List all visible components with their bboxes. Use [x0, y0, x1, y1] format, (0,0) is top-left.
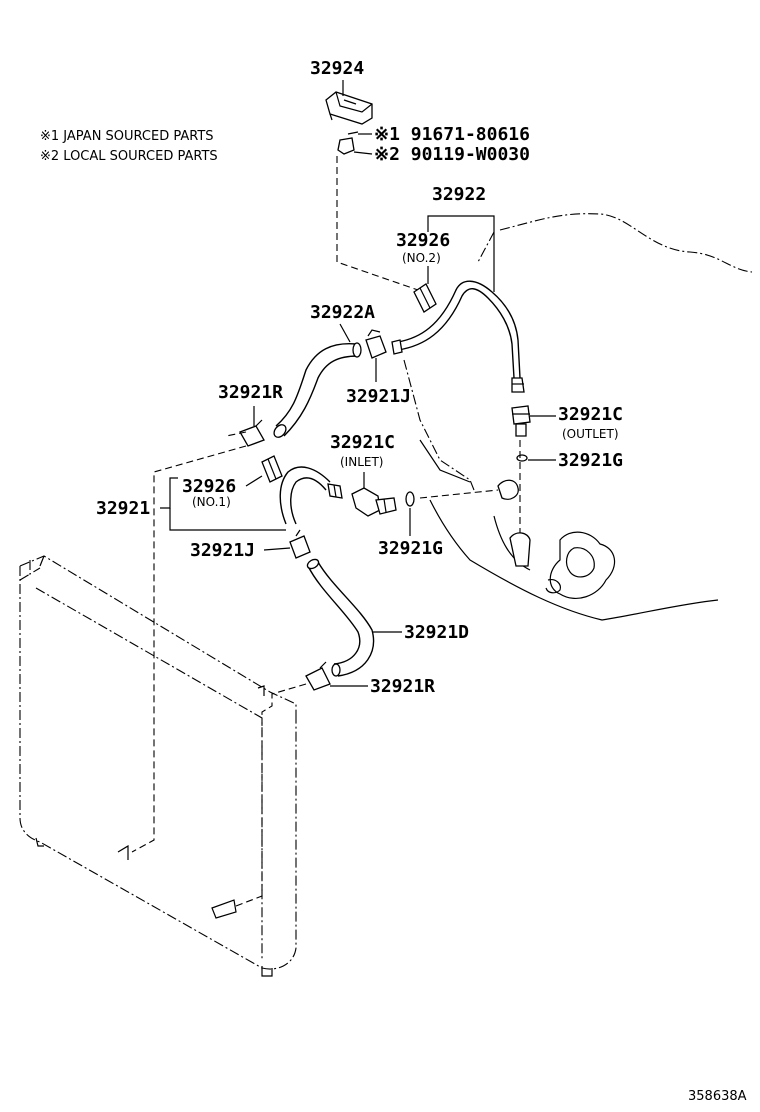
label-32921G-right: 32921G — [558, 450, 623, 471]
label-32924: 32924 — [310, 58, 364, 79]
label-32921D: 32921D — [404, 622, 469, 643]
label-32921J-mid: 32921J — [190, 540, 255, 561]
engine-inlet-port-drawing — [497, 479, 519, 500]
label-32921G-mid: 32921G — [378, 538, 443, 559]
oring-32921G-right-drawing[interactable] — [516, 454, 528, 462]
radiator-drawing — [19, 555, 297, 977]
catalog-number: 358638A — [688, 1089, 747, 1104]
fitting-32921C-inlet-drawing[interactable] — [351, 487, 397, 517]
engine-outlet-port-drawing — [509, 532, 531, 567]
label-32922A: 32922A — [310, 302, 375, 323]
clip-32926-no2-drawing[interactable] — [413, 283, 437, 313]
clamp-32921J-top-drawing[interactable] — [365, 329, 387, 359]
label-bolt-90119-W0030: ※2 90119-W0030 — [374, 144, 530, 165]
label-32926-mid: 32926 — [182, 476, 236, 497]
label-no2: (NO.2) — [402, 251, 441, 265]
clip-32926-no1-drawing[interactable] — [261, 455, 283, 483]
engine-mount-drawing — [545, 531, 616, 599]
label-32921R-bot: 32921R — [370, 676, 435, 697]
pipe-32922-drawing[interactable] — [391, 280, 525, 393]
fitting-32921C-outlet-drawing[interactable] — [511, 405, 531, 437]
bolt-drawing[interactable] — [337, 131, 359, 155]
label-32921R-top: 32921R — [218, 382, 283, 403]
hose-32921D-drawing[interactable] — [306, 558, 375, 677]
label-32921C-inlet: 32921C — [330, 432, 395, 453]
label-32921J-top: 32921J — [346, 386, 411, 407]
clamp-32921J-mid-drawing[interactable] — [289, 529, 311, 559]
bracket-32924-drawing[interactable] — [325, 91, 373, 125]
label-outlet: (OUTLET) — [562, 427, 619, 441]
oring-32921G-mid-drawing[interactable] — [405, 491, 415, 507]
label-bolt-91671-80616: ※1 91671-80616 — [374, 124, 530, 145]
clamp-32921R-bot-drawing[interactable] — [305, 661, 331, 691]
clamp-32921R-top-drawing[interactable] — [239, 419, 265, 447]
label-32926-top: 32926 — [396, 230, 450, 251]
label-32922: 32922 — [432, 184, 486, 205]
label-32921C-outlet: 32921C — [558, 404, 623, 425]
hose-32922A-drawing[interactable] — [272, 342, 362, 440]
label-inlet: (INLET) — [340, 455, 383, 469]
label-32921: 32921 — [96, 498, 150, 519]
note-local-sourced: ※2 LOCAL SOURCED PARTS — [40, 149, 218, 164]
label-no1: (NO.1) — [192, 495, 231, 509]
note-japan-sourced: ※1 JAPAN SOURCED PARTS — [40, 129, 214, 144]
pipe-32921-drawing[interactable] — [279, 466, 343, 525]
